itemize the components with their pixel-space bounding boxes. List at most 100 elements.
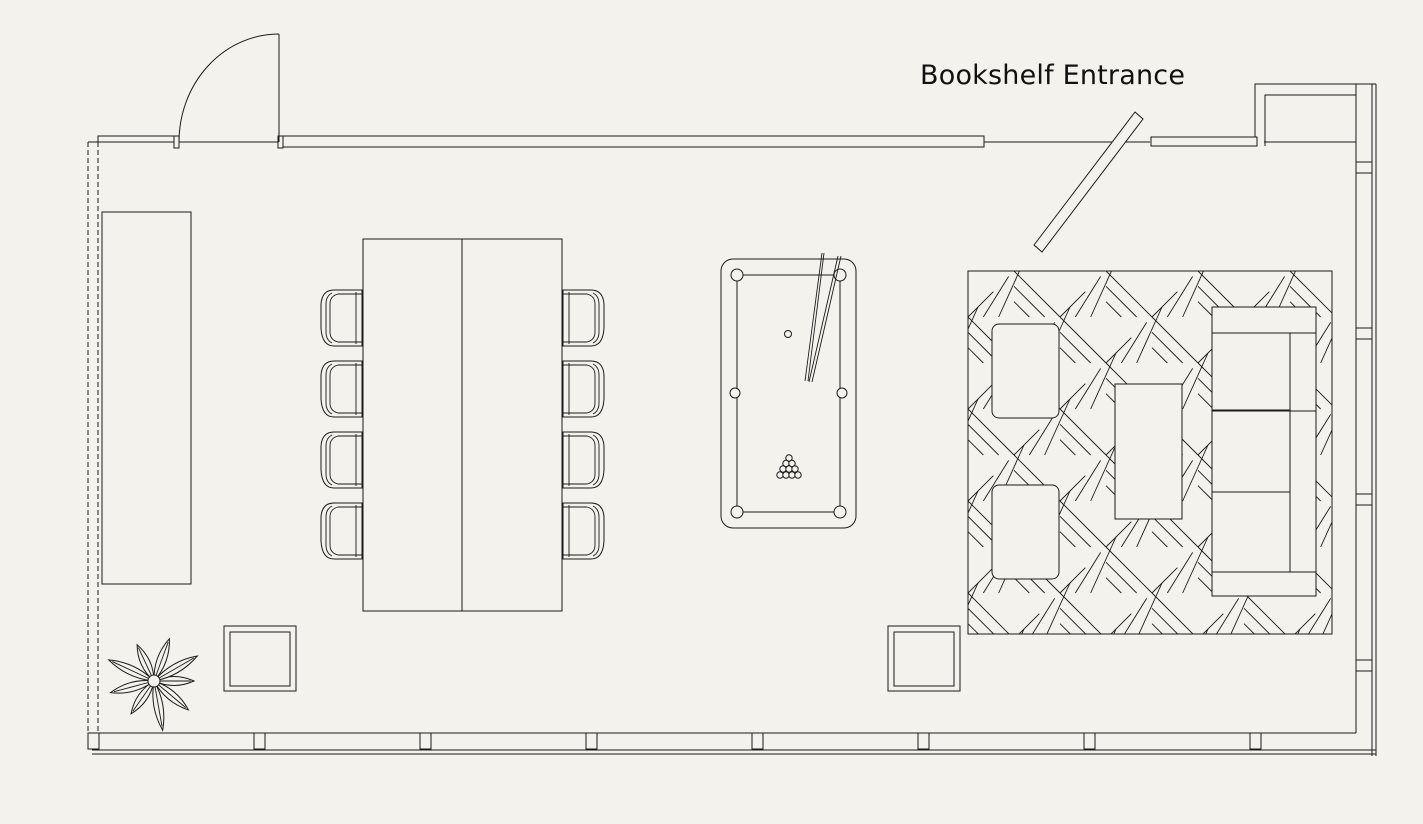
chairs-left [320, 289, 363, 560]
plant-leaf-vein [153, 680, 163, 727]
rug-stripe [968, 500, 969, 501]
rug-stripe [922, 378, 953, 409]
chair [320, 431, 363, 489]
rug-stripe [1367, 629, 1392, 685]
rug-stripe [968, 567, 994, 594]
rug-stripe [968, 439, 984, 456]
rug-stripe [1013, 301, 1030, 318]
rug-stripe [1059, 291, 1086, 318]
rug-stripe [1106, 639, 1152, 685]
rug-stripe [937, 230, 962, 271]
rug-stripe [1121, 271, 1122, 272]
rug-stripe [1031, 598, 1056, 634]
rug-stripe [1013, 271, 1014, 272]
rug-stripe [1059, 424, 1091, 456]
rug-stripe [1167, 644, 1192, 685]
chair [320, 502, 363, 560]
rug-stripe [1336, 593, 1382, 639]
rug-stripe [922, 302, 937, 317]
door-icon[interactable] [173, 33, 284, 149]
bottom-wall-post [917, 732, 930, 750]
sideboard [101, 211, 192, 585]
rug-stripe [1151, 608, 1179, 634]
pool-table [720, 252, 857, 529]
rug-stripe [1074, 271, 1076, 272]
rug-stripe [968, 306, 979, 331]
rug-stripe [1197, 393, 1214, 410]
coffee-table [1114, 383, 1183, 520]
bookshelf-entrance-panel[interactable] [1033, 111, 1144, 253]
rug-stripe [968, 531, 984, 548]
rug-stripe [968, 660, 993, 685]
rug-stripe [1297, 628, 1301, 634]
rug-stripe [1336, 225, 1382, 271]
rug-stripe [1075, 644, 1100, 685]
rug-stripe [1013, 429, 1040, 456]
rug-stripe [937, 414, 962, 455]
rug-stripe [982, 271, 984, 272]
rug-stripe [968, 608, 995, 634]
rug-stripe [1198, 271, 1199, 272]
rug-stripe [1060, 660, 1085, 685]
rug-stripe [1059, 623, 1071, 634]
rug-stripe [1090, 536, 1117, 594]
rug-stripe [937, 322, 962, 363]
rug-stripe [998, 271, 1020, 318]
rug-stripe [1166, 552, 1194, 594]
right-wall-post [1355, 659, 1373, 672]
rug-stripe [1320, 520, 1332, 548]
rug-stripe [1228, 271, 1230, 272]
rug-stripe [1090, 271, 1112, 318]
rug-stripe [968, 398, 979, 423]
rug-stripe [1018, 613, 1040, 634]
rug-stripe [1166, 271, 1168, 272]
rug-stripe [968, 383, 994, 410]
rug-stripe [1336, 317, 1382, 363]
rug-stripe [1105, 271, 1153, 318]
rug-stripe [1205, 628, 1209, 634]
rug-stripe [1351, 368, 1376, 409]
rug-stripe [998, 271, 999, 272]
rug-stripe [1320, 336, 1332, 364]
bottom-wall-post [1249, 732, 1262, 750]
rug-stripe [968, 408, 969, 409]
rug-stripe [1182, 352, 1209, 410]
rug-stripe [1059, 592, 1102, 634]
rug-stripe [1198, 639, 1244, 685]
rug-stripe [983, 644, 1008, 685]
rug-stripe [1320, 271, 1322, 272]
rug-stripe [1059, 567, 1086, 594]
chair [320, 360, 363, 418]
right-wall-post [1355, 493, 1373, 506]
rug-stripe [1105, 521, 1132, 548]
rug-stripe [1336, 608, 1367, 639]
rug-stripe [1136, 306, 1163, 364]
rug-stripe [1274, 271, 1275, 272]
chairs-right [562, 289, 605, 560]
rug-stripe [1336, 292, 1361, 317]
rug-stripe [1336, 532, 1351, 547]
rug-stripe [922, 430, 947, 455]
rug-stripe [1243, 592, 1286, 634]
rug-stripe [968, 424, 999, 456]
right-wall-post [1355, 161, 1373, 174]
wall-notch-inner [1264, 94, 1356, 146]
rug-stripe [1113, 628, 1117, 634]
rug-stripe [968, 623, 979, 634]
rug-stripe [1106, 654, 1137, 685]
rug-stripe [1197, 485, 1214, 502]
wall-notch-outer [1254, 83, 1356, 137]
rug-stripe [1290, 271, 1291, 272]
rug-stripe [968, 291, 994, 318]
pool-table-rail [720, 258, 857, 529]
bottom-wall-post [751, 732, 764, 750]
rug-stripe [1259, 644, 1284, 685]
rug-stripe [968, 592, 1010, 634]
rug-stripe [1090, 352, 1117, 410]
rug-stripe [1182, 271, 1183, 272]
rug-stripe [968, 347, 984, 364]
rug-stripe [922, 338, 947, 363]
rug-stripe [1059, 383, 1086, 410]
rug-stripe [1105, 562, 1137, 594]
rug-stripe [922, 522, 947, 547]
